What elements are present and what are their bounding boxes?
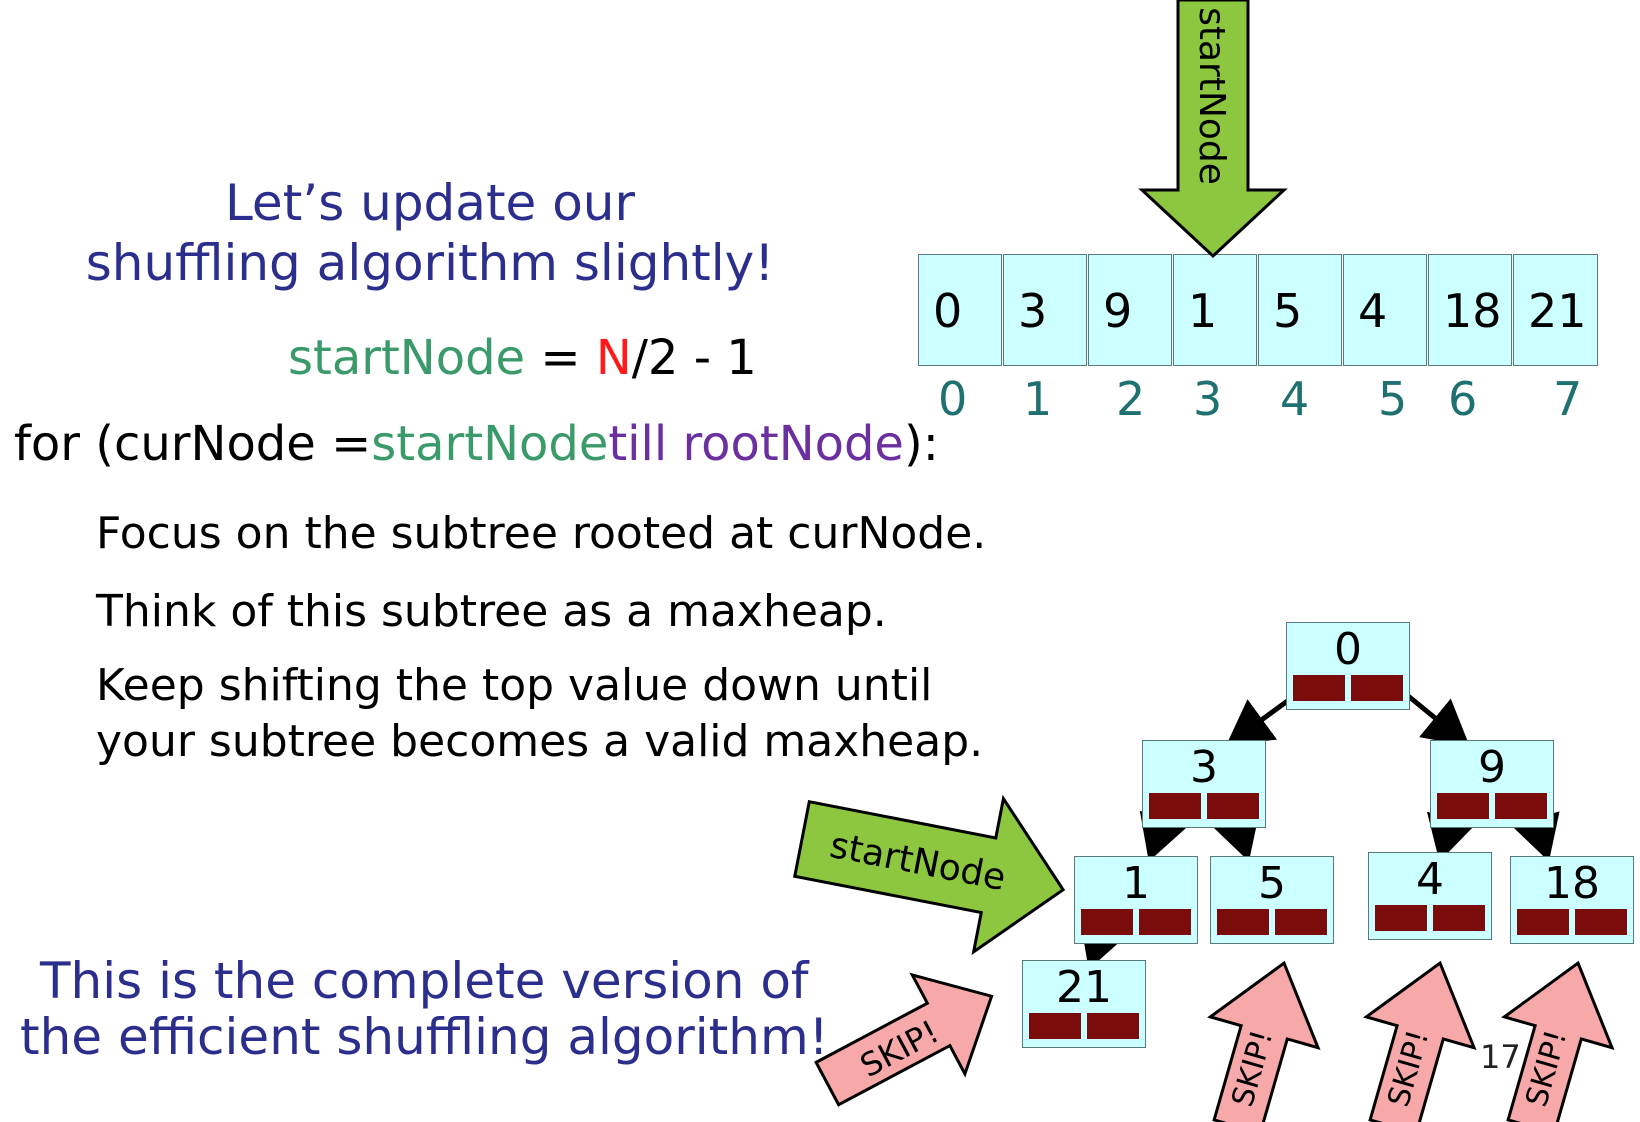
tree-node: 4 (1368, 852, 1492, 940)
equation-start-node: startNode (288, 330, 526, 386)
loop-line: for (curNode =startNodetill rootNode): (14, 416, 939, 472)
tree-node-value: 0 (1334, 624, 1362, 675)
array-index: 5 (1378, 372, 1408, 426)
array-index: 2 (1116, 372, 1146, 426)
step-focus: Focus on the subtree rooted at curNode. (96, 508, 987, 559)
tree-node: 9 (1430, 740, 1554, 828)
left-pointer (1517, 909, 1569, 935)
equation-n: N (595, 330, 632, 386)
array-cell: 1 (1173, 254, 1257, 366)
array-cell: 3 (1003, 254, 1087, 366)
right-pointer (1575, 909, 1627, 935)
left-pointer (1149, 793, 1201, 819)
array-index: 1 (1023, 372, 1053, 426)
tree-node-value: 3 (1190, 742, 1218, 793)
right-pointer (1275, 909, 1327, 935)
loop-root-node: rootNode (682, 416, 904, 472)
start-node-right-arrow: startNode (793, 794, 1066, 956)
start-node-down-arrow (1138, 0, 1288, 259)
skip-arrow: SKIP! (1501, 960, 1615, 1122)
left-pointer (1081, 909, 1133, 935)
step-keep: Keep shifting the top value down until (96, 660, 933, 711)
right-pointer (1139, 909, 1191, 935)
array-index: 6 (1448, 372, 1478, 426)
tree-node-value: 1 (1122, 858, 1150, 909)
array-cell: 4 (1343, 254, 1427, 366)
loop-till: till (608, 416, 683, 472)
array-index: 4 (1280, 372, 1310, 426)
tree-node: 3 (1142, 740, 1266, 828)
heading-line-2: shuffling algorithm slightly! (85, 234, 775, 292)
start-node-down-arrow-label: startNode (1191, 7, 1232, 185)
equation-rest: /2 - 1 (631, 330, 757, 386)
skip-arrow: SKIP! (1363, 960, 1477, 1122)
tree-node: 21 (1022, 960, 1146, 1048)
right-pointer (1207, 793, 1259, 819)
right-pointer (1351, 675, 1403, 701)
loop-start-node: startNode (371, 416, 609, 472)
array-index: 0 (938, 372, 968, 426)
footer-line-1: This is the complete version of (40, 952, 809, 1010)
step-valid: your subtree becomes a valid maxheap. (96, 716, 984, 767)
heading-line-1: Let’s update our (224, 174, 636, 232)
equation-equals: = (525, 330, 596, 386)
start-node-equation: startNode = N/2 - 1 (288, 330, 757, 386)
skip-arrow: SKIP! (1207, 960, 1321, 1122)
tree-node-value: 4 (1416, 854, 1444, 905)
footer-line-2: the efficient shuffling algorithm! (20, 1008, 829, 1066)
loop-suffix: ): (903, 416, 939, 472)
array-cell: 21 (1513, 254, 1598, 366)
left-pointer (1437, 793, 1489, 819)
tree-node: 0 (1286, 622, 1410, 710)
left-pointer (1293, 675, 1345, 701)
skip-arrow: SKIP! (814, 972, 994, 1107)
array-cell: 5 (1258, 254, 1342, 366)
left-pointer (1375, 905, 1427, 931)
slide-number: 17 (1480, 1038, 1521, 1076)
loop-prefix: for (curNode = (14, 416, 372, 472)
tree-node-value: 5 (1258, 858, 1286, 909)
array-cell: 9 (1088, 254, 1172, 366)
tree-node-value: 21 (1056, 962, 1112, 1013)
array-cell: 0 (918, 254, 1002, 366)
array-index: 3 (1193, 372, 1223, 426)
array-cell: 18 (1428, 254, 1512, 366)
step-think: Think of this subtree as a maxheap. (96, 586, 887, 637)
right-pointer (1087, 1013, 1139, 1039)
tree-node: 18 (1510, 856, 1634, 944)
tree-node-value: 18 (1544, 858, 1600, 909)
left-pointer (1029, 1013, 1081, 1039)
tree-node: 1 (1074, 856, 1198, 944)
right-pointer (1433, 905, 1485, 931)
tree-node: 5 (1210, 856, 1334, 944)
right-pointer (1495, 793, 1547, 819)
left-pointer (1217, 909, 1269, 935)
tree-node-value: 9 (1478, 742, 1506, 793)
array-index: 7 (1553, 372, 1583, 426)
